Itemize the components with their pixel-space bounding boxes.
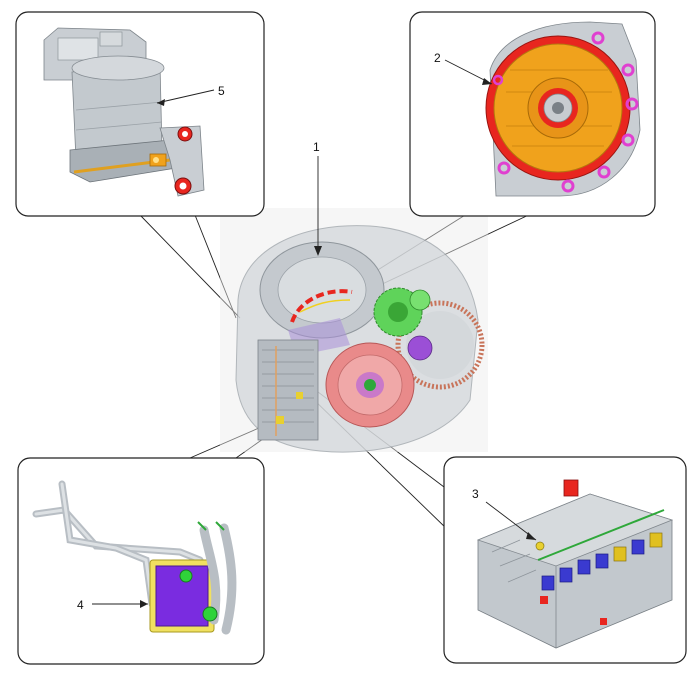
arrowhead-3 <box>526 532 536 540</box>
label-1: 1 <box>313 140 320 154</box>
arrowhead-4 <box>140 600 148 608</box>
oil-pump-motor-icon <box>43 27 205 197</box>
callout-panel-5: 5 <box>15 11 265 217</box>
callout-panel-3: 3 <box>443 456 687 664</box>
label-5: 5 <box>218 84 225 98</box>
callout-1: 1 <box>313 140 322 256</box>
oil-seal-housing-icon <box>485 21 641 197</box>
arrowhead-5 <box>157 99 165 106</box>
label-3: 3 <box>472 487 479 501</box>
transmission-assembly-icon <box>220 208 488 453</box>
label-4: 4 <box>77 598 84 612</box>
label-2: 2 <box>434 51 441 65</box>
arrowhead-2 <box>482 78 492 85</box>
callout-panel-4: 4 <box>17 457 265 665</box>
callout-panel-2: 2 <box>409 11 656 217</box>
oil-cooler-icon <box>32 480 237 635</box>
